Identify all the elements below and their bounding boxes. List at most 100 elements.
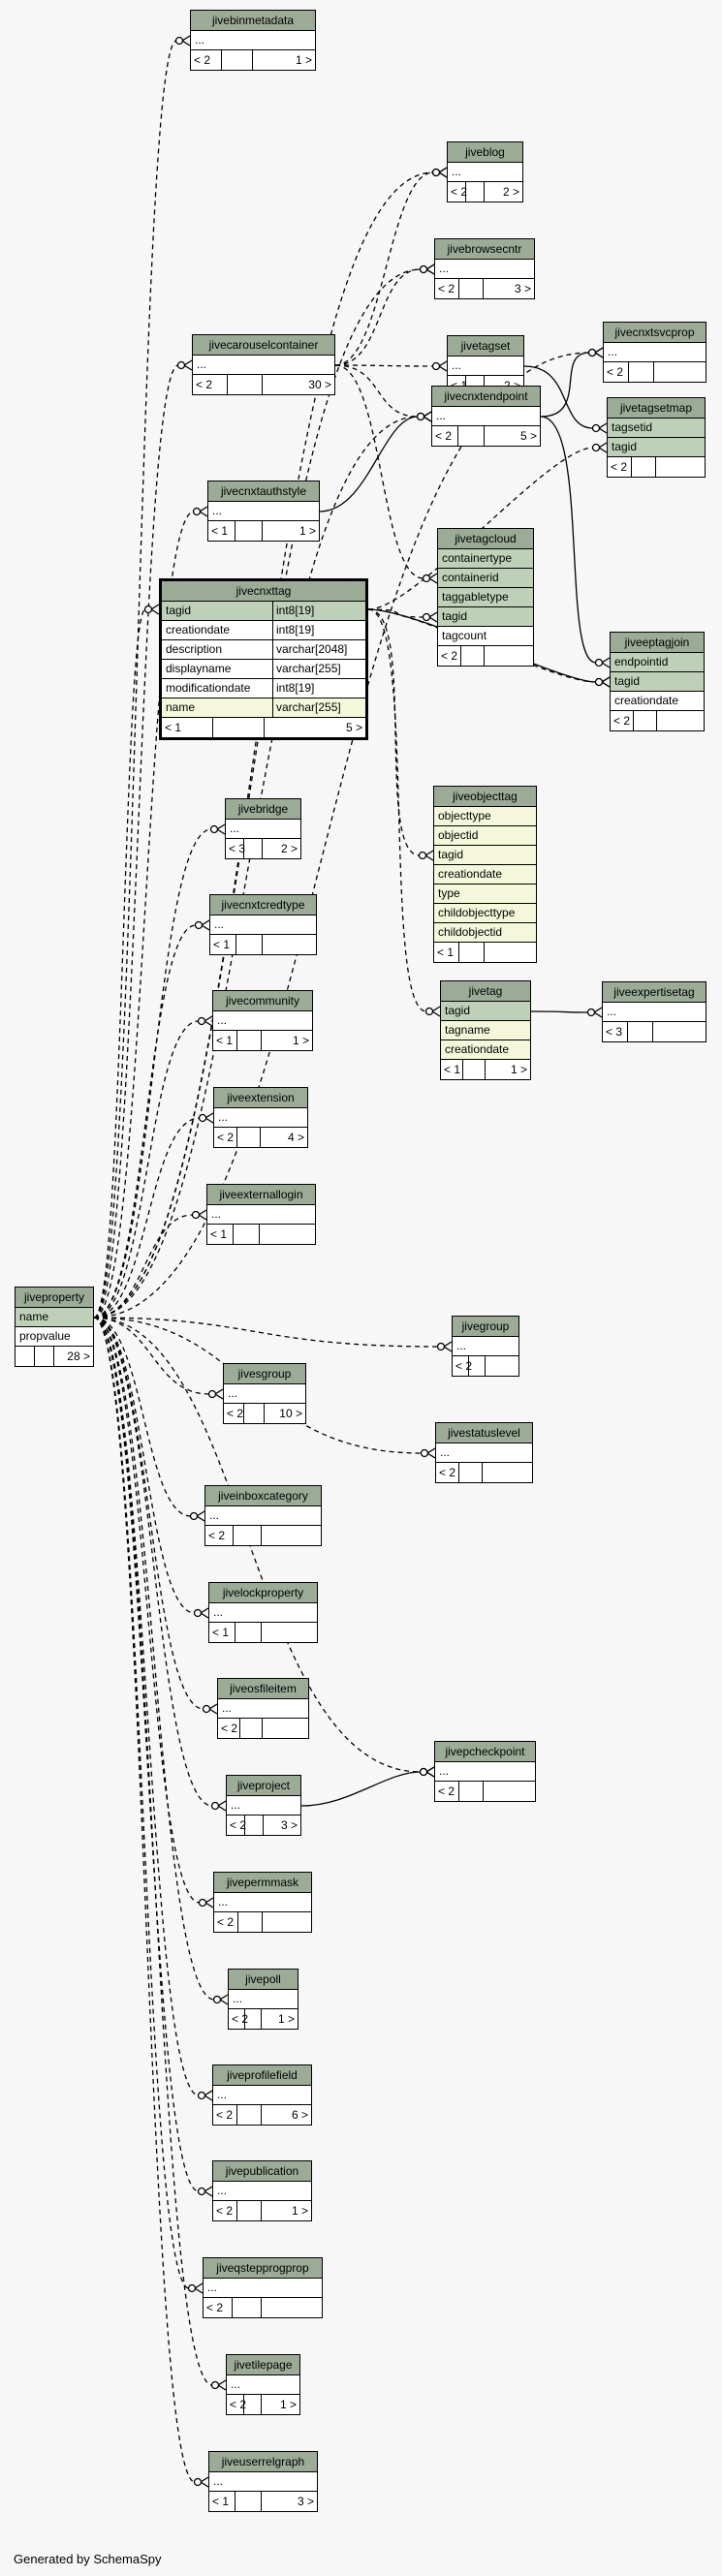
parents-count[interactable]: < 1 [213,1031,237,1050]
parents-count[interactable]: < 2 [436,1463,459,1482]
parents-count[interactable]: < 2 [608,457,632,477]
table-name[interactable]: jivegroup [453,1317,518,1337]
children-count[interactable]: 3 > [280,1818,298,1832]
table-name[interactable]: jivecnxtauthstyle [208,481,319,502]
parents-count[interactable]: < 2 [435,279,459,298]
table-jiveexpertisetag[interactable]: jiveexpertisetag...< 3 [602,981,706,1042]
parents-count[interactable]: < 2 [604,362,629,382]
table-name[interactable]: jivecnxtsvcprop [604,323,706,343]
children-count[interactable]: 1 > [295,53,312,67]
parents-count[interactable]: < 2 [453,1356,472,1376]
children-count[interactable] [262,1623,317,1642]
table-name[interactable]: jivetilepage [227,2355,299,2375]
parents-count[interactable]: < 2 [191,50,222,70]
table-jiveexternallogin[interactable]: jiveexternallogin...< 1 [206,1184,316,1245]
parents-count[interactable]: < 2 [448,182,467,202]
table-name[interactable]: jiveblog [448,142,522,163]
table-jivegroup[interactable]: jivegroup...< 2 [452,1316,519,1377]
children-count[interactable] [263,1912,311,1932]
table-name[interactable]: jivebinmetadata [191,11,315,31]
table-name[interactable]: jiveexpertisetag [603,982,706,1003]
table-name[interactable]: jiveosfileitem [218,1679,308,1699]
parents-count[interactable]: < 2 [218,1719,240,1738]
table-name[interactable]: jivecnxtcredtype [210,895,316,916]
children-count[interactable]: 5 > [345,721,362,734]
table-name[interactable]: jivelockproperty [209,1583,317,1603]
children-count[interactable] [263,935,316,954]
parents-count[interactable]: < 2 [193,375,228,394]
children-count[interactable] [485,646,533,666]
children-count[interactable]: 4 > [287,1131,304,1144]
table-name[interactable]: jivetagcloud [438,529,533,549]
table-name[interactable]: jivebrowsecntr [435,239,534,260]
table-jivecnxtcredtype[interactable]: jivecnxtcredtype...< 1 [209,894,317,955]
parents-count[interactable]: < 2 [214,1912,238,1932]
table-jivestatuslevel[interactable]: jivestatuslevel...< 2 [435,1422,533,1483]
parents-count[interactable]: < 3 [603,1022,628,1041]
table-name[interactable]: jiveinboxcategory [205,1486,321,1506]
children-count[interactable]: 1 > [291,2204,308,2218]
table-jivecnxtsvcprop[interactable]: jivecnxtsvcprop...< 2 [603,322,706,383]
parents-count[interactable]: < 2 [213,2105,237,2125]
table-name[interactable]: jivepoll [229,1970,298,1990]
children-count[interactable] [486,1356,518,1376]
children-count[interactable]: 6 > [291,2108,308,2122]
children-count[interactable] [262,2298,322,2317]
table-name[interactable]: jiveproject [227,1776,300,1796]
children-count[interactable]: 10 > [279,1407,302,1420]
table-jivelockproperty[interactable]: jivelockproperty...< 1 [208,1582,318,1643]
parents-count[interactable] [16,1347,35,1366]
children-count[interactable]: 3 > [514,282,531,295]
table-name[interactable]: jivecnxtendpoint [432,387,540,407]
children-count[interactable] [483,1463,532,1482]
table-name[interactable]: jiveuserrelgraph [209,2452,317,2472]
children-count[interactable] [657,711,704,730]
parents-count[interactable]: < 1 [441,1060,463,1079]
table-jiveosfileitem[interactable]: jiveosfileitem...< 2 [217,1678,309,1739]
parents-count[interactable]: < 1 [209,2492,235,2511]
children-count[interactable]: 1 > [298,524,316,538]
table-name[interactable]: jivebridge [226,799,300,820]
parents-count[interactable]: < 2 [611,711,634,730]
parents-count[interactable]: < 1 [207,1225,234,1244]
children-count[interactable] [654,362,706,382]
children-count[interactable]: 2 > [280,842,298,855]
parents-count[interactable]: < 1 [208,521,235,541]
table-name[interactable]: jiveproperty [16,1288,93,1308]
table-name[interactable]: jivepermmask [214,1873,311,1893]
table-name[interactable]: jivepublication [213,2161,311,2182]
children-count[interactable]: 28 > [67,1350,90,1363]
table-name[interactable]: jiveobjecttag [434,787,536,807]
parents-count[interactable]: < 2 [227,2395,246,2414]
children-count[interactable] [485,943,536,962]
table-name[interactable]: jiveexternallogin [207,1185,315,1205]
children-count[interactable] [260,1225,315,1244]
table-name[interactable]: jivetagset [448,336,523,357]
parents-count[interactable]: < 2 [205,1526,234,1545]
parents-count[interactable]: < 1 [209,1623,235,1642]
table-name[interactable]: jiveqstepprogprop [204,2258,322,2279]
parents-count[interactable]: < 2 [432,426,458,446]
parents-count[interactable]: < 2 [204,2298,233,2317]
children-count[interactable] [263,1719,308,1738]
children-count[interactable] [656,457,705,477]
parents-count[interactable]: < 1 [434,943,459,962]
table-jiveinboxcategory[interactable]: jiveinboxcategory...< 2 [204,1485,322,1546]
table-name[interactable]: jivepcheckpoint [435,1742,535,1762]
table-jivepermmask[interactable]: jivepermmask...< 2 [213,1872,312,1933]
